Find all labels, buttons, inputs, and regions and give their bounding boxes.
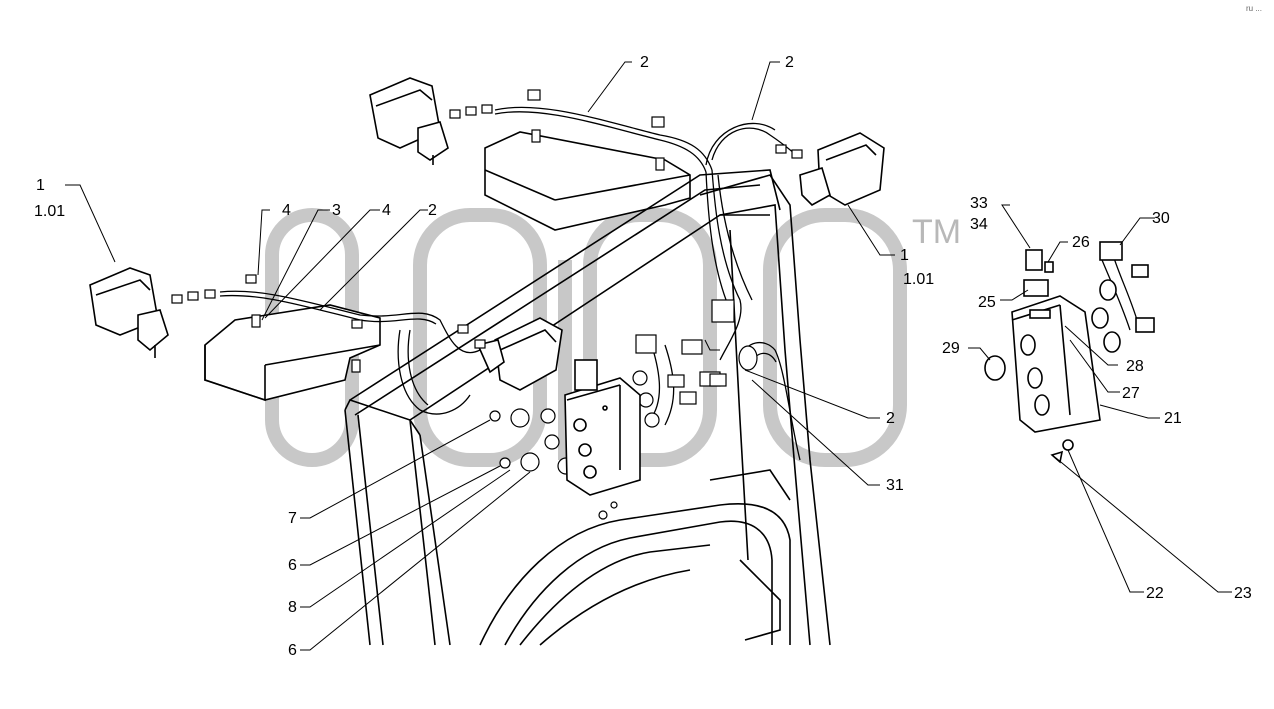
callout-1: 1 bbox=[36, 177, 45, 194]
watermark-trademark: TM bbox=[912, 213, 962, 251]
callout-26: 26 bbox=[1072, 234, 1090, 251]
callout-28: 28 bbox=[1126, 358, 1144, 375]
callout-2: 2 bbox=[785, 54, 794, 71]
callout-27: 27 bbox=[1122, 385, 1140, 402]
callout-25: 25 bbox=[978, 294, 996, 311]
callout-23: 23 bbox=[1234, 585, 1252, 602]
callout-4: 4 bbox=[382, 202, 391, 219]
work-lamps bbox=[89, 77, 885, 391]
callout-6: 6 bbox=[288, 557, 297, 574]
callout-8: 8 bbox=[288, 599, 297, 616]
switch-box-center bbox=[564, 359, 641, 496]
callout-21: 21 bbox=[1164, 410, 1182, 427]
callout-3: 3 bbox=[332, 202, 341, 219]
cab-frame bbox=[204, 131, 831, 646]
callout-6: 6 bbox=[288, 642, 297, 659]
callout-4: 4 bbox=[282, 202, 291, 219]
callout-29: 29 bbox=[942, 340, 960, 357]
callout-1-01: 1.01 bbox=[34, 203, 66, 220]
callout-22: 22 bbox=[1146, 585, 1164, 602]
callout-2: 2 bbox=[886, 410, 895, 427]
callout-2: 2 bbox=[640, 54, 649, 71]
callout-7: 7 bbox=[288, 510, 297, 527]
switch-box-right bbox=[984, 241, 1155, 464]
callout-30: 30 bbox=[1152, 210, 1170, 227]
callout-31: 31 bbox=[886, 477, 904, 494]
callout-33: 33 bbox=[970, 195, 988, 212]
callout-1: 1 bbox=[900, 247, 909, 264]
corner-note: ru ... bbox=[1246, 4, 1263, 13]
callout-2: 2 bbox=[428, 202, 437, 219]
callout-1-01: 1.01 bbox=[903, 271, 935, 288]
callout-34: 34 bbox=[970, 216, 988, 233]
connectors bbox=[171, 89, 803, 520]
leader-lines bbox=[65, 61, 1232, 651]
